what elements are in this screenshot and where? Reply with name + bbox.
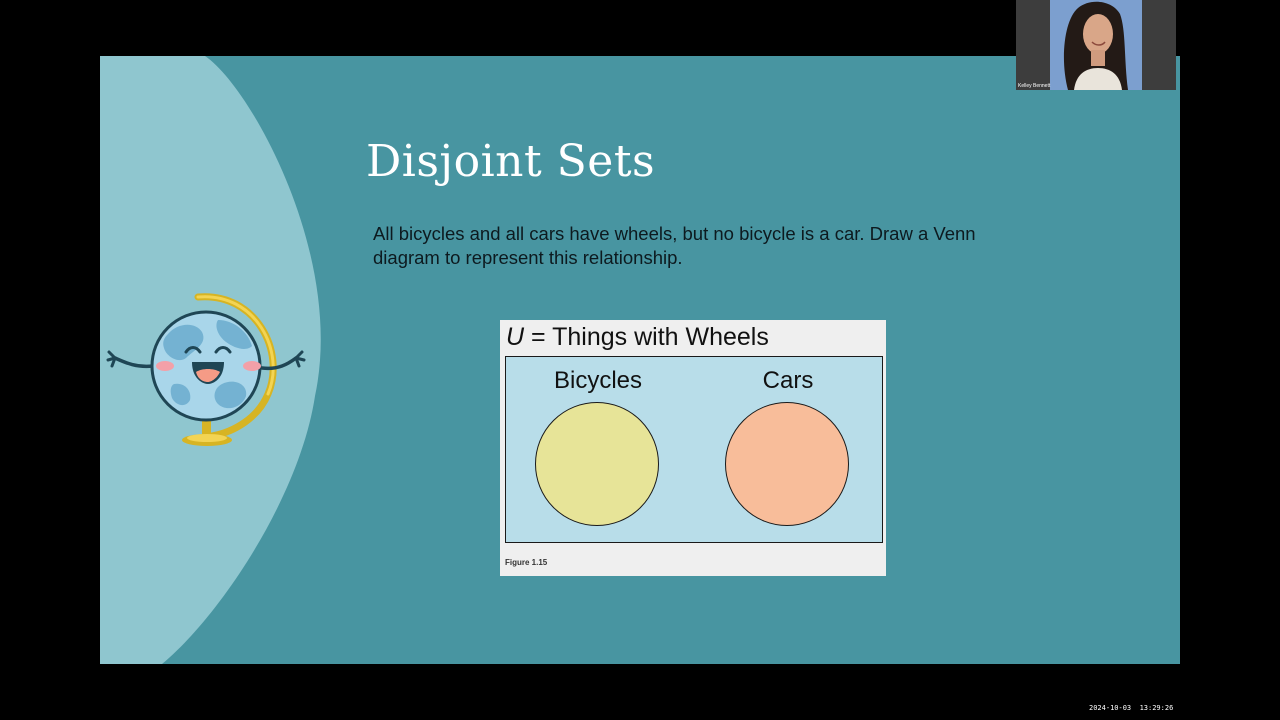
universe-rectangle: Bicycles Cars [505,356,883,543]
recording-timestamp: 2024-10-03 13:29:26 [1089,704,1174,712]
set-circle-cars [725,402,849,526]
set-label-cars: Cars [762,367,814,394]
universe-variable: U [506,323,525,351]
participant-name: Kelley Bennett [1018,83,1051,89]
slide-title: Disjoint Sets [366,136,656,187]
venn-figure: U = Things with Wheels Bicycles Cars Fig… [500,320,886,576]
participant-video-tile[interactable]: Kelley Bennett [1016,0,1176,90]
universe-label: U = Things with Wheels [506,323,769,352]
set-circle-bicycles [535,402,659,526]
participant-video-icon [1016,0,1176,90]
set-label-bicycles: Bicycles [553,367,643,394]
happy-globe-icon [106,293,306,446]
presentation-slide: Disjoint Sets All bicycles and all cars … [100,56,1180,664]
slide-body-text: All bicycles and all cars have wheels, b… [373,223,976,268]
figure-caption: Figure 1.15 [505,558,548,567]
universe-description: = Things with Wheels [524,323,769,351]
